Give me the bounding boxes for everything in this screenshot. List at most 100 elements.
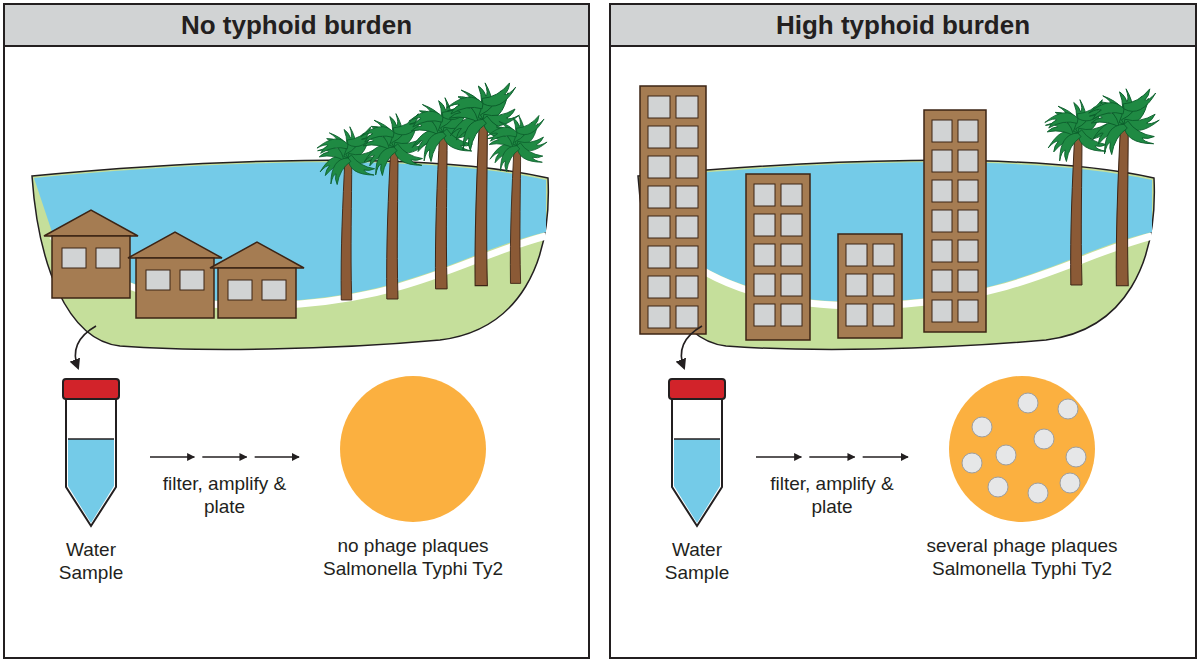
buildings [640, 86, 986, 340]
arrow-segment [809, 456, 854, 458]
phage-plaque [1058, 399, 1078, 419]
arrow-segment [150, 456, 194, 458]
windows [62, 96, 978, 328]
beach [52, 236, 546, 306]
window [932, 270, 952, 292]
window [781, 304, 802, 326]
window [754, 274, 775, 296]
phage-plaque [1028, 483, 1048, 503]
phage-plaque [988, 477, 1008, 497]
palm-trees [315, 81, 547, 300]
arrow-label: filter, amplify & plate [150, 473, 300, 519]
window [262, 280, 286, 300]
tube-body [66, 399, 116, 526]
water-line [674, 438, 720, 440]
window [781, 274, 802, 296]
window [846, 304, 867, 326]
water-sample [68, 439, 114, 523]
window [754, 214, 775, 236]
sample-tube: Water Sample [46, 377, 136, 585]
phage-plaque [1018, 393, 1038, 413]
panel-title: High typhoid burden [611, 5, 1195, 47]
window [676, 126, 698, 148]
village-landscape [32, 81, 548, 368]
window [754, 304, 775, 326]
arrow-segment [202, 456, 246, 458]
window [180, 270, 204, 290]
phage-plaque [1060, 473, 1080, 493]
city-landscape [638, 86, 1160, 368]
phage-plaque [972, 417, 992, 437]
tube-body [672, 399, 722, 526]
agar-plate: several phage plaques Salmonella Typhi T… [912, 373, 1132, 581]
window [648, 276, 670, 298]
window [932, 120, 952, 142]
window [781, 184, 802, 206]
arrow-segment [255, 456, 299, 458]
process-arrow [150, 457, 299, 458]
agar-plate: no phage plaques Salmonella Typhi Ty2 [303, 373, 523, 581]
phage-plaque [1034, 429, 1054, 449]
sample-tube: Water Sample [652, 377, 742, 585]
window [648, 306, 670, 328]
window [228, 280, 252, 300]
window [676, 216, 698, 238]
process-arrow [756, 457, 908, 458]
window [958, 120, 978, 142]
window [932, 210, 952, 232]
window [676, 156, 698, 178]
window [676, 306, 698, 328]
window [846, 244, 867, 266]
panel: No typhoid burdenWater Sample no phage pl… [3, 3, 590, 659]
window [648, 246, 670, 268]
plate-shape [337, 373, 489, 525]
tube-shape [61, 377, 121, 529]
window [873, 304, 894, 326]
palm-trees [1043, 87, 1160, 286]
window [648, 126, 670, 148]
panel: High typhoid burdenWater Sample several p… [609, 3, 1197, 659]
window [873, 244, 894, 266]
window [648, 186, 670, 208]
window [873, 274, 894, 296]
tube-cap [63, 379, 119, 399]
phage-plaque [962, 453, 982, 473]
lawn-of-bacteria [340, 376, 486, 522]
sample-arrow [681, 326, 702, 368]
window [932, 180, 952, 202]
window [958, 180, 978, 202]
plate-caption: several phage plaques Salmonella Typhi T… [912, 535, 1132, 581]
window [958, 300, 978, 322]
window [958, 270, 978, 292]
arrow-segment [863, 456, 908, 458]
window [932, 240, 952, 262]
window [846, 274, 867, 296]
window [781, 214, 802, 236]
window [648, 216, 670, 238]
water-sample [674, 439, 720, 523]
arrow-label: filter, amplify & plate [757, 473, 907, 519]
land [32, 160, 548, 349]
arrow-segment [756, 456, 801, 458]
window [932, 300, 952, 322]
window [146, 270, 170, 290]
window [676, 186, 698, 208]
tube-label: Water Sample [652, 539, 742, 585]
tube-shape [667, 377, 727, 529]
lawn-of-bacteria [949, 376, 1095, 522]
houses [44, 210, 304, 318]
window [754, 244, 775, 266]
tube-label: Water Sample [46, 539, 136, 585]
window [62, 248, 86, 268]
window [781, 244, 802, 266]
panel-title: No typhoid burden [5, 5, 588, 47]
sample-arrow [75, 326, 96, 368]
window [958, 240, 978, 262]
window [676, 276, 698, 298]
window [96, 248, 120, 268]
tube-cap [669, 379, 725, 399]
window [958, 150, 978, 172]
window [958, 210, 978, 232]
plate-shape [946, 373, 1098, 525]
